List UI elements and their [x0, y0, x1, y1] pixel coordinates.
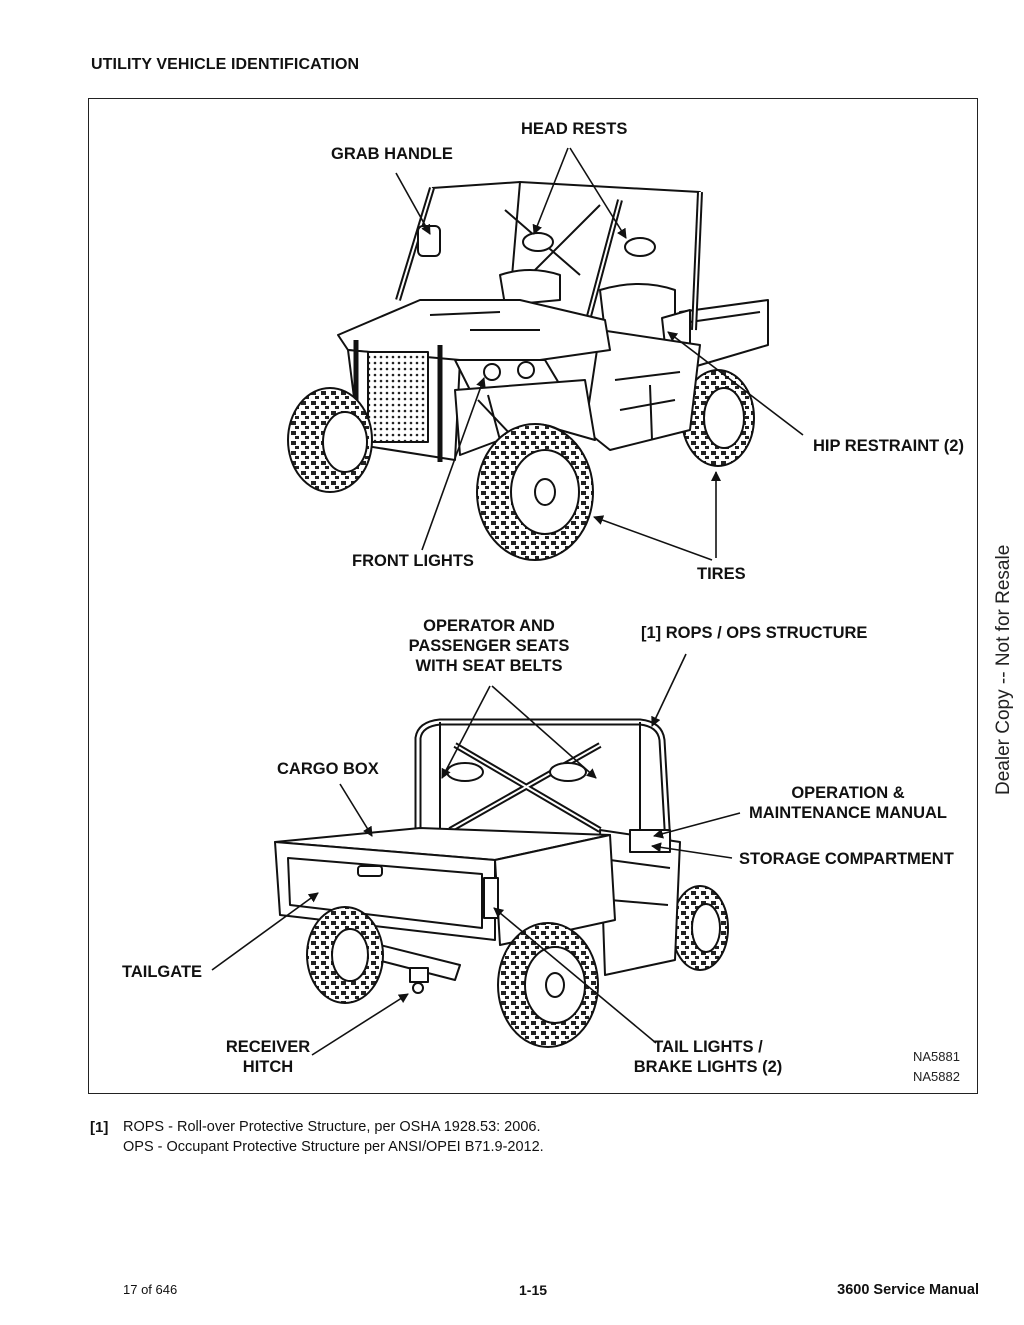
label-seats-line3: WITH SEAT BELTS [415, 657, 563, 675]
leader-storage [651, 842, 733, 859]
leader-rops [651, 653, 687, 727]
leader-tires-left [593, 515, 713, 561]
leader-head-rests-left [532, 147, 569, 235]
label-seats-line2: PASSENGER SEATS [408, 637, 570, 655]
leader-grab-handle [395, 172, 431, 235]
label-operation-manual: OPERATION & MAINTENANCE MANUAL [746, 783, 950, 823]
label-manual-line1: OPERATION & [791, 784, 905, 802]
label-tail-lights: TAIL LIGHTS / BRAKE LIGHTS (2) [628, 1037, 788, 1077]
front-view-vehicle [287, 181, 769, 561]
section-title: UTILITY VEHICLE IDENTIFICATION [91, 56, 360, 73]
label-rops-structure: [1] ROPS / OPS STRUCTURE [641, 624, 868, 642]
label-manual-line2: MAINTENANCE MANUAL [749, 804, 947, 822]
footnote-line-1: ROPS - Roll-over Protective Structure, p… [123, 1119, 541, 1135]
label-grab-handle: GRAB HANDLE [331, 145, 453, 163]
figure-id-1: NA5881 [913, 1049, 960, 1064]
label-receiver-hitch: RECEIVER HITCH [218, 1037, 318, 1077]
leader-seats-right [491, 685, 597, 779]
label-front-lights: FRONT LIGHTS [352, 552, 474, 570]
leader-front-lights [421, 377, 486, 551]
label-seats-line1: OPERATOR AND [423, 617, 555, 635]
footer-manual-title: 3600 Service Manual [837, 1282, 979, 1298]
footnote-marker: [1] [90, 1119, 109, 1136]
label-hitch-line2: HITCH [242, 1058, 294, 1076]
leader-tailgate [211, 892, 319, 971]
leader-seats-left [441, 685, 491, 779]
label-tail-line2: BRAKE LIGHTS (2) [633, 1058, 783, 1076]
label-hip-restraint: HIP RESTRAINT (2) [813, 437, 964, 455]
footnote-line-2: OPS - Occupant Protective Structure per … [123, 1139, 544, 1155]
leader-lines [211, 147, 804, 1056]
label-seats: OPERATOR AND PASSENGER SEATS WITH SEAT B… [398, 616, 580, 676]
leader-manual [653, 812, 741, 839]
label-tires: TIRES [697, 565, 746, 583]
leader-cargo-box [339, 783, 373, 837]
label-storage-compartment: STORAGE COMPARTMENT [739, 850, 954, 868]
dealer-copy-watermark: Dealer Copy -- Not for Resale [993, 544, 1014, 795]
label-tailgate: TAILGATE [122, 963, 203, 981]
label-cargo-box: CARGO BOX [277, 760, 379, 778]
rear-view-vehicle [274, 718, 729, 1048]
leader-head-rests-right [569, 147, 627, 239]
leader-hip-restraint [667, 331, 804, 436]
footer-page-number: 1-15 [519, 1282, 548, 1298]
label-tail-line1: TAIL LIGHTS / [653, 1038, 763, 1056]
figure-frame [88, 98, 978, 1094]
label-hitch-line1: RECEIVER [225, 1038, 311, 1056]
leader-tail-lights [493, 907, 657, 1044]
figure-id-2: NA5882 [913, 1069, 960, 1084]
footer-page-count: 17 of 646 [123, 1282, 178, 1297]
label-head-rests: HEAD RESTS [521, 120, 628, 138]
leader-receiver-hitch [311, 993, 409, 1056]
